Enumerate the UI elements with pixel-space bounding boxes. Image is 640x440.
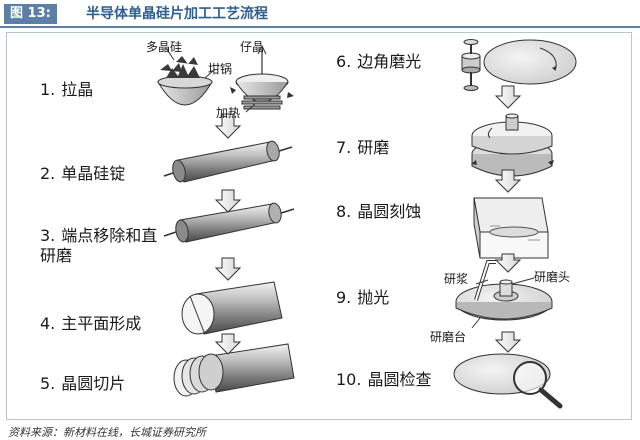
step-3: 3. 端点移除和直 研磨: [40, 226, 157, 266]
step-8: 8. 晶圆刻蚀: [336, 202, 421, 222]
label-crucible: 坩锅: [208, 62, 233, 76]
edge-polishing-illustration: [461, 39, 577, 91]
figure-title: 半导体单晶硅片加工工艺流程: [86, 6, 268, 22]
crystal-pulling-illustration: [157, 44, 294, 113]
step-7: 7. 研磨: [336, 138, 389, 158]
step-4-number: 4.: [40, 314, 56, 333]
step-4: 4. 主平面形成: [40, 314, 141, 334]
label-grinding-table: 研磨台: [430, 330, 467, 344]
inspection-illustration: [453, 353, 563, 409]
step-6-number: 6.: [336, 52, 352, 71]
step-2-label: 单晶硅锭: [61, 164, 126, 183]
step-10-number: 10.: [336, 370, 362, 389]
step-3-label-continued: 研磨: [40, 246, 73, 265]
step-1-label: 拉晶: [61, 80, 94, 99]
step-8-number: 8.: [336, 202, 352, 221]
source-note: 资料来源：新材料在线，长城证券研究所: [8, 426, 206, 439]
polishing-illustration: [455, 260, 553, 329]
step-10-label: 晶圆检查: [367, 370, 432, 389]
label-heating: 加热: [216, 106, 241, 120]
header-divider: [0, 26, 640, 28]
step-5-number: 5.: [40, 374, 56, 393]
etching-illustration: [473, 197, 549, 259]
figure-header: 图 13: 半导体单晶硅片加工工艺流程: [0, 0, 640, 28]
flow-arrows-right: [494, 85, 522, 353]
step-9-label: 抛光: [357, 288, 390, 307]
step-7-number: 7.: [336, 138, 352, 157]
step-6: 6. 边角磨光: [336, 52, 421, 72]
flat-ingot-illustration: [181, 281, 283, 335]
label-grinding-head: 研磨头: [534, 270, 571, 284]
step-3-label: 端点移除和直: [61, 226, 158, 245]
step-9: 9. 抛光: [336, 288, 389, 308]
step-5: 5. 晶圆切片: [40, 374, 125, 394]
flow-arrows-left: [214, 113, 242, 355]
label-slurry: 研浆: [444, 272, 469, 286]
step-1-number: 1.: [40, 80, 56, 99]
step-4-label: 主平面形成: [61, 314, 142, 333]
label-polysilicon: 多晶硅: [146, 40, 183, 54]
lapping-illustration: [471, 113, 554, 177]
step-6-label: 边角磨光: [357, 52, 422, 71]
step-2-number: 2.: [40, 164, 56, 183]
step-1: 1. 拉晶: [40, 80, 93, 100]
step-5-label: 晶圆切片: [61, 374, 126, 393]
step-8-label: 晶圆刻蚀: [357, 202, 422, 221]
step-3-number: 3.: [40, 226, 56, 245]
label-seed: 仔晶: [240, 40, 265, 54]
wafer-slicing-illustration: [173, 343, 295, 397]
step-9-number: 9.: [336, 288, 352, 307]
ingot-illustration: [163, 140, 293, 183]
figure-tag: 图 13:: [4, 4, 57, 24]
step-7-label: 研磨: [357, 138, 390, 157]
step-2: 2. 单晶硅锭: [40, 164, 125, 184]
step-10: 10. 晶圆检查: [336, 370, 431, 390]
trimmed-ingot-illustration: [163, 202, 295, 243]
